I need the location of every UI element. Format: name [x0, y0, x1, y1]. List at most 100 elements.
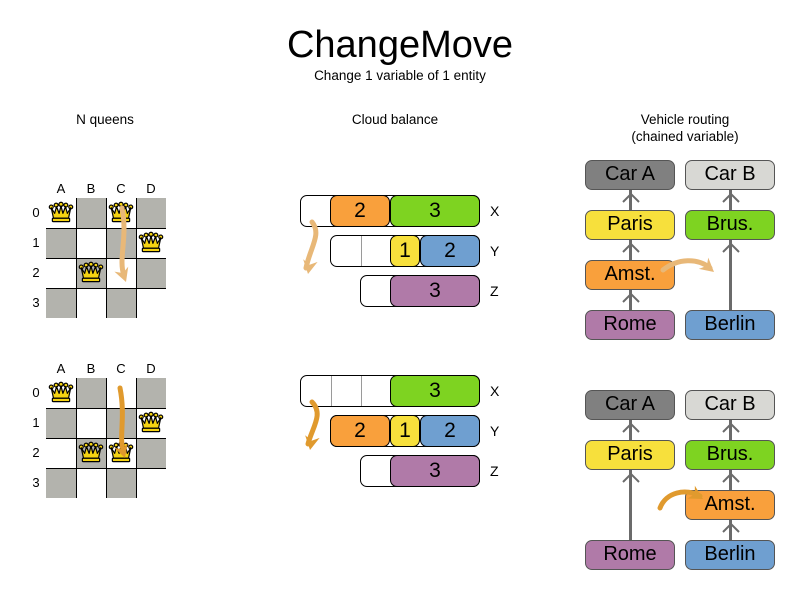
chess-cell-D2[interactable]	[135, 257, 166, 288]
chess-grid	[45, 197, 166, 318]
vrp-chain-link	[729, 470, 732, 492]
vrp-chain-link	[629, 240, 632, 262]
cloud-process-3[interactable]: 3	[390, 275, 480, 307]
chess-cell-C1[interactable]	[105, 407, 136, 438]
vrp-node-amst[interactable]: Amst.	[685, 490, 775, 520]
vrp-chain-link	[729, 240, 732, 312]
vrp-node-paris[interactable]: Paris	[585, 440, 675, 470]
cloud-process-1[interactable]: 1	[390, 415, 420, 447]
cloud-process-2[interactable]: 2	[330, 195, 390, 227]
chess-cell-D3[interactable]	[135, 467, 166, 498]
chess-cell-C3[interactable]	[105, 467, 136, 498]
vrp-node-paris[interactable]: Paris	[585, 210, 675, 240]
chess-cell-C1[interactable]	[105, 227, 136, 258]
vrp-node-rome[interactable]: Rome	[585, 540, 675, 570]
chess-cell-A0[interactable]	[45, 197, 76, 228]
chess-cell-A3[interactable]	[45, 287, 76, 318]
vrp-node-car-a[interactable]: Car A	[585, 160, 675, 190]
chess-grid	[45, 377, 166, 498]
vrp-node-berlin[interactable]: Berlin	[685, 310, 775, 340]
chess-cell-A2[interactable]	[45, 437, 76, 468]
chess-column-label-A: A	[56, 181, 66, 196]
chess-cell-B1[interactable]	[75, 407, 106, 438]
vrp-chain-arrowhead-icon	[721, 240, 740, 258]
cloud-process-3[interactable]: 3	[390, 375, 480, 407]
section-heading-cloud-balance: Cloud balance	[351, 112, 439, 127]
chess-gridline-vertical	[135, 377, 137, 498]
chess-cell-B2[interactable]	[75, 437, 106, 468]
chess-cell-A1[interactable]	[45, 227, 76, 258]
vrp-chain-arrowhead-icon	[721, 520, 740, 538]
chess-column-label-C: C	[116, 361, 126, 376]
chess-cell-B0[interactable]	[75, 377, 106, 408]
chess-cell-A3[interactable]	[45, 467, 76, 498]
vrp-node-car-b[interactable]: Car B	[685, 160, 775, 190]
vrp-node-car-b[interactable]: Car B	[685, 390, 775, 420]
cloud-unit-divider	[361, 376, 362, 406]
vrp-chain-arrowhead-icon	[721, 470, 740, 488]
cloud-process-2[interactable]: 2	[330, 415, 390, 447]
chess-cell-D1[interactable]	[135, 407, 166, 438]
vrp-node-brus[interactable]: Brus.	[685, 210, 775, 240]
chess-cell-B3[interactable]	[75, 287, 106, 318]
chess-row-label-3: 3	[32, 475, 40, 490]
chess-cell-A1[interactable]	[45, 407, 76, 438]
vrp-node-car-a[interactable]: Car A	[585, 390, 675, 420]
chess-cell-A0[interactable]	[45, 377, 76, 408]
chess-gridline-horizontal	[45, 437, 166, 439]
chess-cell-D1[interactable]	[135, 227, 166, 258]
vrp-chain-link	[629, 420, 632, 442]
vrp-chain-arrowhead-icon	[621, 190, 640, 208]
chess-gridline-horizontal	[45, 257, 166, 259]
vrp-chain-arrowhead-icon	[621, 240, 640, 258]
chess-cell-B2[interactable]	[75, 257, 106, 288]
cloud-process-2[interactable]: 2	[420, 415, 480, 447]
cloud-process-3[interactable]: 3	[390, 195, 480, 227]
chess-gridline-horizontal	[45, 467, 166, 469]
cloud-process-3[interactable]: 3	[390, 455, 480, 487]
page-title: ChangeMove	[286, 24, 514, 66]
cloud-computer-label-y: Y	[490, 423, 500, 439]
chess-cell-D2[interactable]	[135, 437, 166, 468]
chess-cell-C0[interactable]	[105, 197, 136, 228]
section-heading-nqueens: N queens	[76, 112, 134, 127]
vrp-node-rome[interactable]: Rome	[585, 310, 675, 340]
chess-cell-D0[interactable]	[135, 197, 166, 228]
cloud-process-2[interactable]: 2	[420, 235, 480, 267]
vrp-chain-arrowhead-icon	[621, 290, 640, 308]
cloud-computer-label-x: X	[490, 203, 500, 219]
chess-row-label-3: 3	[32, 295, 40, 310]
chess-cell-C2[interactable]	[105, 257, 136, 288]
chess-row-label-1: 1	[32, 415, 40, 430]
chess-gridline-vertical	[135, 197, 137, 318]
chess-cell-C2[interactable]	[105, 437, 136, 468]
chess-cell-B3[interactable]	[75, 467, 106, 498]
chess-cell-D0[interactable]	[135, 377, 166, 408]
chess-column-label-B: B	[86, 181, 96, 196]
vrp-node-amst[interactable]: Amst.	[585, 260, 675, 290]
vrp-chain-link	[629, 290, 632, 312]
cloud-process-1[interactable]: 1	[390, 235, 420, 267]
chess-cell-A2[interactable]	[45, 257, 76, 288]
chess-cell-D3[interactable]	[135, 287, 166, 318]
chess-column-label-A: A	[56, 361, 66, 376]
cloud-computer-label-z: Z	[490, 463, 499, 479]
section-heading-vehicle-routing: Vehicle routing (chained variable)	[590, 111, 780, 145]
chess-cell-B0[interactable]	[75, 197, 106, 228]
vrp-chain-link	[729, 520, 732, 542]
chess-row-label-1: 1	[32, 235, 40, 250]
chess-row-label-2: 2	[32, 445, 40, 460]
vrp-node-brus[interactable]: Brus.	[685, 440, 775, 470]
chess-cell-C3[interactable]	[105, 287, 136, 318]
page-subtitle: Change 1 variable of 1 entity	[314, 68, 486, 83]
vrp-node-berlin[interactable]: Berlin	[685, 540, 775, 570]
chess-cell-B1[interactable]	[75, 227, 106, 258]
chess-column-label-B: B	[86, 361, 96, 376]
chess-cell-C0[interactable]	[105, 377, 136, 408]
